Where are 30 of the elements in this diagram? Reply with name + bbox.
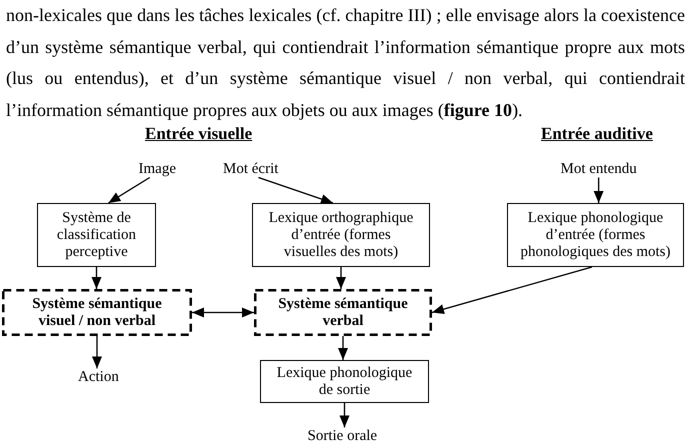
response-label: Sortie orale	[308, 428, 378, 443]
module-label: Lexique phonologique d’entrée (formes phonologiques des mots)	[520, 210, 672, 260]
section-heading: Entrée auditive	[541, 124, 653, 144]
stimulus-label: Image	[138, 160, 176, 178]
stimulus-label: Mot entendu	[560, 160, 637, 178]
arrow	[92, 267, 102, 289]
response-label: Action	[78, 368, 119, 386]
arrow	[432, 266, 592, 314]
arrow	[594, 178, 604, 203]
process-box	[252, 203, 430, 267]
double-arrow	[192, 308, 254, 318]
section-heading: Entrée visuelle	[145, 124, 252, 144]
module-label: Système de classification perceptive	[56, 210, 138, 260]
stimulus-label: Mot écrit	[223, 160, 278, 178]
process-box	[260, 360, 429, 403]
system-label: Système sémantique visuel / non verbal	[31, 296, 163, 330]
semantic-system-box	[2, 289, 192, 336]
arrow	[340, 403, 350, 428]
arrow	[338, 336, 348, 360]
arrow	[108, 176, 150, 204]
arrow	[258, 176, 334, 204]
process-box	[507, 203, 684, 267]
semantic-system-box	[254, 289, 432, 336]
arrow	[92, 336, 102, 368]
process-box	[37, 203, 156, 267]
arrow	[336, 267, 346, 289]
body-paragraph: non-lexicales que dans les tâches lexicales (cf. chapitre III) ; elle envisage alors la coexistence d’un système sémantique verbal, qui contiendrait l’information sémantique propre aux mots (lus ou entendus), et d’un système sémantique visuel / non verbal, qui contiendrait l’information sémantique propres aux objets ou aux images (figure 10).	[6, 4, 685, 122]
module-label: Lexique phonologique de sortie	[276, 364, 414, 398]
module-label: Lexique orthographique d’entrée (formes visuelles des mots)	[268, 210, 414, 260]
system-label: Système sémantique verbal	[277, 296, 409, 330]
